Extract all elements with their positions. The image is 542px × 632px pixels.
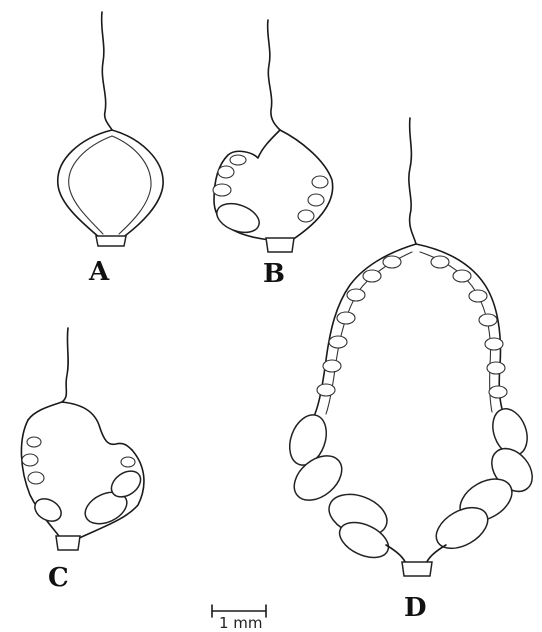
scale-bar-label: 1 mm [219, 614, 263, 632]
panel-b-cell [308, 194, 324, 206]
panel-d-cell [329, 336, 347, 348]
panel-a-outline-inner [69, 136, 151, 234]
panel-d-cell [347, 289, 365, 301]
panel-d-cell [485, 338, 503, 350]
panel-b-label: B [263, 259, 285, 289]
panel-a-base [96, 236, 126, 246]
panel-d-left-cells [317, 256, 401, 396]
panel-c-cell [27, 437, 41, 447]
panel-c-base [56, 536, 80, 550]
panel-b-base [266, 238, 294, 252]
panel-d-label: D [404, 593, 427, 623]
panel-d-cell [487, 362, 505, 374]
panel-c-cell [22, 454, 38, 466]
panel-a-label: A [88, 257, 110, 287]
scale-bar: 1 mm [212, 605, 266, 632]
panel-a-drawing [58, 12, 163, 246]
panel-c-label: C [48, 563, 69, 593]
panel-d-right-cells [431, 256, 507, 398]
panel-c-cell [121, 457, 135, 467]
panel-d-cell [453, 270, 471, 282]
panel-d-cell [469, 290, 487, 302]
panel-d-base-neck [386, 545, 446, 564]
panel-c-cell [28, 472, 44, 484]
panel-a-stalk [102, 12, 112, 130]
panel-d-cell [337, 312, 355, 324]
panel-a-outline-outer [58, 130, 163, 238]
panel-d-cell [489, 386, 507, 398]
panel-d-base [402, 562, 432, 576]
panel-b-cell [213, 184, 231, 196]
panel-d-cell [323, 360, 341, 372]
panel-c-drawing [21, 328, 145, 550]
panel-b-cell [298, 210, 314, 222]
panel-b-drawing [213, 20, 333, 252]
panel-d-large-cells [283, 404, 540, 565]
panel-b-stalk [268, 20, 280, 130]
panel-c-stalk [62, 328, 68, 402]
panel-b-cell [312, 176, 328, 188]
panel-d-cell [383, 256, 401, 268]
panel-d-cell [317, 384, 335, 396]
panel-c-cell [31, 494, 65, 525]
panel-c-outline-top [28, 402, 132, 450]
panel-b-cell [213, 198, 263, 237]
panel-d-cell [431, 256, 449, 268]
panel-d-cell [479, 314, 497, 326]
panel-b-cell [230, 155, 246, 165]
panel-d-stalk [409, 118, 416, 244]
panel-b-cell [218, 166, 234, 178]
panel-d-cell [363, 270, 381, 282]
